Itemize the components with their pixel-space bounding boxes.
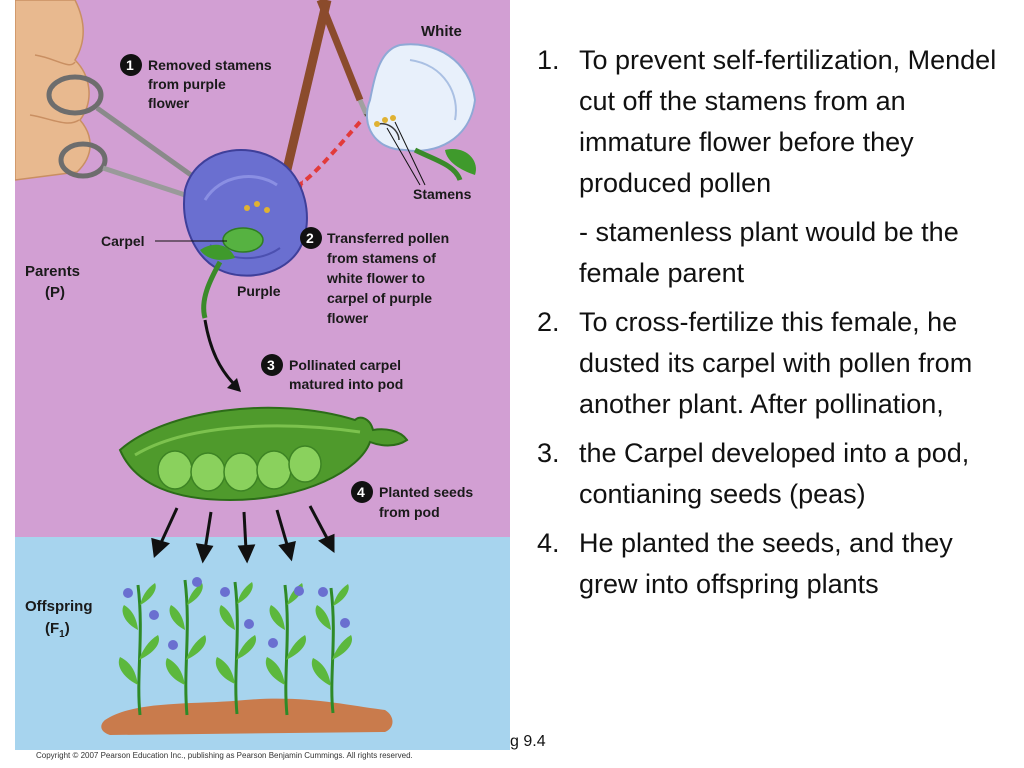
explanation-step-1: 1. To prevent self-fertilization, Mendel… — [537, 40, 1012, 294]
explanation-step-3-number: 3. — [537, 438, 560, 468]
label-parents: Parents — [25, 263, 80, 280]
step-3-line-1: Pollinated carpel — [289, 357, 401, 373]
figure-step-4: 4 Planted seeds from pod — [351, 481, 473, 520]
explanation-step-3-text: the Carpel developed into a pod, contian… — [579, 438, 970, 509]
label-stamens: Stamens — [413, 186, 472, 202]
label-white: White — [421, 23, 462, 40]
label-offspring: Offspring — [25, 598, 93, 615]
step-2-line-1: Transferred pollen — [327, 230, 449, 246]
step-3-line-2: matured into pod — [289, 376, 403, 392]
figure-reference: g 9.4 — [510, 733, 546, 750]
step-2-line-3: white flower to — [326, 270, 425, 286]
figure-step-1: 1 Removed stamens from purple flower — [120, 54, 272, 111]
step-1-line-2: from purple — [148, 76, 226, 92]
step-1-line-3: flower — [148, 95, 190, 111]
explanation-step-1-text: To prevent self-fertilization, Mendel cu… — [579, 45, 997, 198]
stamens-leader-1 — [386, 127, 421, 186]
soil-bed — [101, 698, 393, 735]
label-offspring-abbr: (F1) — [45, 620, 70, 640]
step-3-number: 3 — [267, 357, 275, 373]
label-carpel: Carpel — [101, 233, 145, 249]
explanation-step-4-number: 4. — [537, 528, 560, 558]
mendel-cross-diagram: White Stamens Carpel Purple Parents (P) … — [15, 0, 510, 750]
explanation-step-2-text: To cross-fertilize this female, he duste… — [579, 307, 973, 419]
explanation-step-4-text: He planted the seeds, and they grew into… — [579, 528, 953, 599]
pea-seeds — [157, 445, 322, 492]
step-4-number: 4 — [357, 484, 365, 500]
step-2-number: 2 — [306, 230, 314, 246]
arrow-to-pod — [203, 319, 237, 387]
step-4-line-1: Planted seeds — [379, 484, 473, 500]
offspring-plants — [118, 577, 353, 716]
step-2-line-2: from stamens of — [327, 250, 436, 266]
explanation-step-3: 3. the Carpel developed into a pod, cont… — [537, 433, 1012, 515]
step-2-line-5: flower — [327, 310, 369, 326]
figure-step-2: 2 Transferred pollen from stamens of whi… — [300, 227, 449, 326]
arrows-to-offspring — [151, 505, 335, 564]
explanation-step-2: 2. To cross-fertilize this female, he du… — [537, 302, 1012, 425]
step-1-number: 1 — [126, 57, 134, 73]
explanation-steps: 1. To prevent self-fertilization, Mendel… — [537, 40, 1012, 613]
stamens-leader-2 — [394, 121, 426, 186]
white-flower — [365, 43, 477, 182]
explanation-step-1-number: 1. — [537, 45, 560, 75]
step-4-line-2: from pod — [379, 504, 440, 520]
explanation-step-1-subtext: - stamenless plant would be the female p… — [579, 217, 959, 288]
copyright-notice: Copyright © 2007 Pearson Education Inc.,… — [36, 751, 413, 760]
step-2-line-4: carpel of purple — [327, 290, 432, 306]
arrow-to-pod-head — [227, 378, 241, 392]
explanation-step-4: 4. He planted the seeds, and they grew i… — [537, 523, 1012, 605]
step-1-line-1: Removed stamens — [148, 57, 272, 73]
figure-step-3: 3 Pollinated carpel matured into pod — [261, 354, 403, 392]
label-purple: Purple — [237, 283, 281, 299]
label-parents-abbr: (P) — [45, 284, 65, 301]
explanation-step-2-number: 2. — [537, 307, 560, 337]
pea-pod — [118, 406, 409, 502]
